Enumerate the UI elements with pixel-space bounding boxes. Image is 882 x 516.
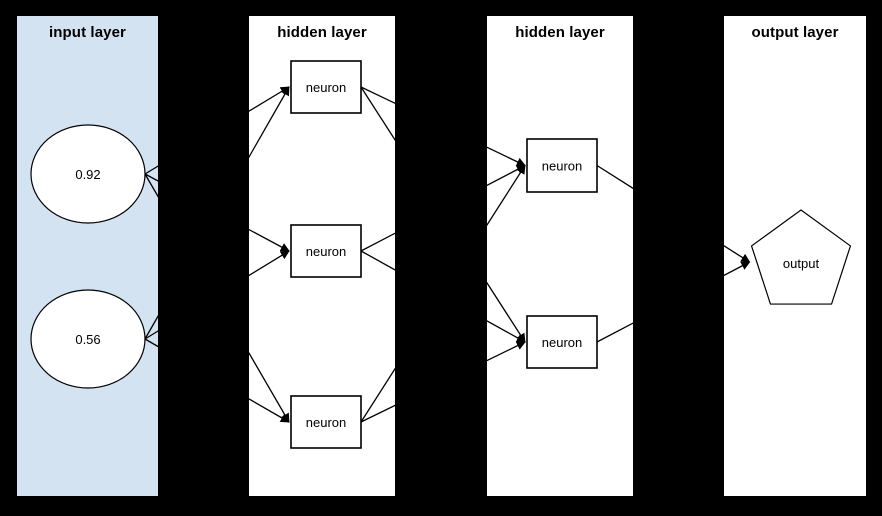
hidden1-neuron-2[interactable]: neuron xyxy=(290,224,362,278)
layer-title-output: output layer xyxy=(751,24,839,41)
layer-title-hidden-1: hidden layer xyxy=(277,24,367,41)
edge-hidden1-neuron-3-to-hidden2-neuron-1 xyxy=(360,164,526,423)
hidden1-neuron-2-label: neuron xyxy=(306,244,346,259)
edge-input-node-2-to-hidden1-neuron-3 xyxy=(144,338,290,423)
layer-panel-hidden-2: hidden layer xyxy=(487,16,633,496)
edge-hidden2-neuron-1-to-output-node xyxy=(596,164,751,263)
layer-title-hidden-2: hidden layer xyxy=(515,24,605,41)
input-node-2-label: 0.56 xyxy=(75,332,100,347)
edge-input-node-2-to-hidden1-neuron-2 xyxy=(144,250,290,340)
hidden1-neuron-3-label: neuron xyxy=(306,415,346,430)
hidden2-neuron-1-label: neuron xyxy=(542,159,582,174)
hidden2-neuron-2[interactable]: neuron xyxy=(526,315,598,369)
edge-hidden1-neuron-1-to-hidden2-neuron-2 xyxy=(360,86,526,343)
input-node-1[interactable]: 0.92 xyxy=(30,124,146,224)
edge-hidden1-neuron-1-to-hidden2-neuron-1 xyxy=(360,86,526,167)
edge-input-node-1-to-hidden1-neuron-3 xyxy=(144,173,290,423)
hidden1-neuron-1-label: neuron xyxy=(306,80,346,95)
hidden2-neuron-1[interactable]: neuron xyxy=(526,138,598,193)
output-node[interactable]: output xyxy=(750,209,852,305)
edge-input-node-1-to-hidden1-neuron-1 xyxy=(144,86,290,175)
edge-input-node-2-to-hidden1-neuron-1 xyxy=(144,86,290,340)
input-node-2[interactable]: 0.56 xyxy=(30,289,146,389)
edge-hidden1-neuron-3-to-hidden2-neuron-2 xyxy=(360,341,526,423)
layer-title-input: input layer xyxy=(49,24,126,41)
hidden1-neuron-3[interactable]: neuron xyxy=(290,395,362,449)
hidden1-neuron-1[interactable]: neuron xyxy=(290,60,362,114)
output-node-label: output xyxy=(783,256,820,271)
edge-hidden2-neuron-2-to-output-node xyxy=(596,261,751,343)
hidden2-neuron-2-label: neuron xyxy=(542,335,582,350)
edge-hidden1-neuron-2-to-hidden2-neuron-1 xyxy=(360,164,526,252)
edge-hidden1-neuron-2-to-hidden2-neuron-2 xyxy=(360,250,526,343)
layer-panel-input: input layer xyxy=(17,16,158,496)
input-node-1-label: 0.92 xyxy=(75,167,100,182)
